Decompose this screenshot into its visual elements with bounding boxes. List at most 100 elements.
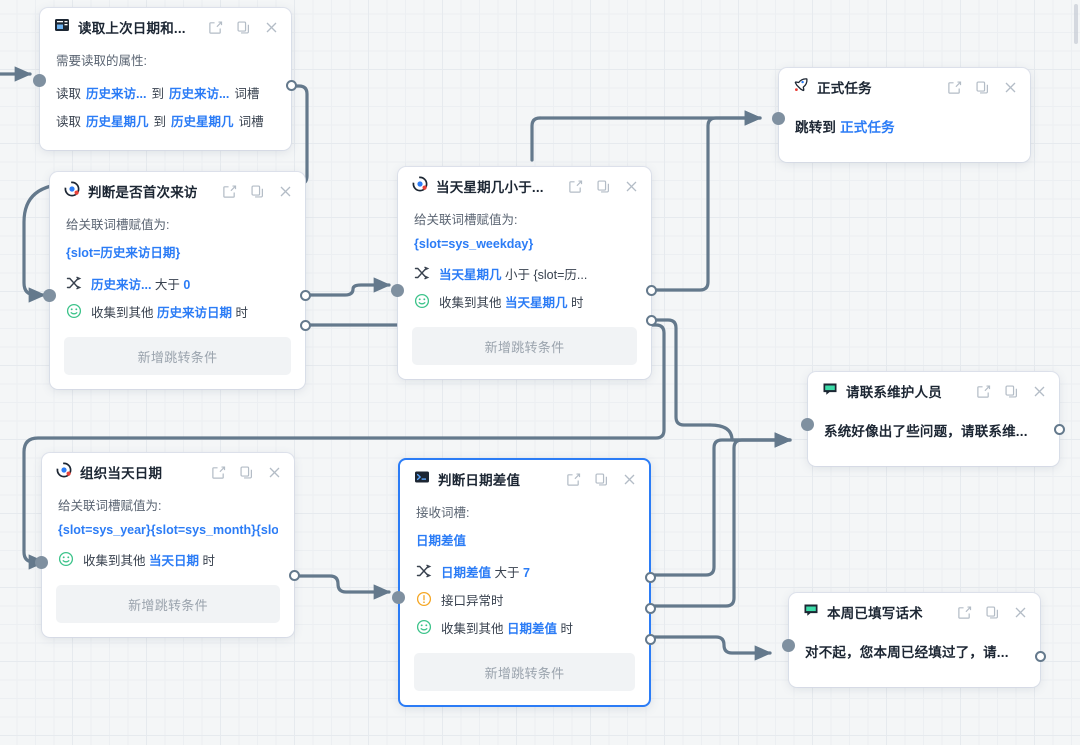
branch-icon — [414, 265, 430, 281]
add-jump-condition-button[interactable]: 新增跳转条件 — [56, 585, 280, 623]
read-target-slot: 历史来访... — [168, 86, 230, 101]
close-icon[interactable] — [1003, 80, 1018, 95]
edit-icon[interactable] — [208, 20, 223, 35]
close-icon[interactable] — [622, 472, 637, 487]
input-port[interactable] — [33, 74, 46, 87]
condition-row[interactable]: 收集到其他 历史来访日期 时 — [66, 297, 289, 325]
output-port-branch[interactable] — [646, 285, 657, 296]
node-header: 组织当天日期 — [42, 453, 294, 491]
output-port-other[interactable] — [645, 634, 656, 645]
node-body: 系统好像出了些问题，请联系维... — [808, 410, 1059, 466]
condition-slot: 当天日期 — [149, 553, 200, 568]
input-port[interactable] — [782, 639, 795, 652]
output-port-other[interactable] — [300, 320, 311, 331]
copy-icon[interactable] — [985, 605, 1000, 620]
edit-icon[interactable] — [976, 384, 991, 399]
output-port[interactable] — [1054, 424, 1065, 435]
node-title: 请联系维护人员 — [846, 385, 942, 400]
edge-weekday-to-contact — [649, 318, 712, 427]
slot-assign-value: {slot=sys_weekday} — [414, 237, 534, 251]
condition-row[interactable]: 收集到其他 日期差值 时 — [416, 613, 633, 641]
output-port[interactable] — [286, 80, 297, 91]
edit-icon[interactable] — [947, 80, 962, 95]
input-port[interactable] — [392, 591, 405, 604]
node-contact-maintainer[interactable]: 请联系维护人员 系统好像出了些问题，请联系维... — [801, 372, 1065, 466]
chat-icon — [822, 381, 838, 402]
copy-icon[interactable] — [250, 184, 265, 199]
node-organize-today-date[interactable]: 组织当天日期 给关联词槽赋值为: {slot=sys_year}{slot=sy… — [35, 453, 300, 637]
input-port[interactable] — [801, 418, 814, 431]
node-formal-task[interactable]: 正式任务 跳转到 正式任务 — [772, 68, 1030, 162]
input-port[interactable] — [43, 289, 56, 302]
slot-assign-value: {slot=sys_year}{slot=sys_month}{slot= — [58, 523, 278, 537]
add-jump-condition-button[interactable]: 新增跳转条件 — [414, 653, 635, 691]
output-port-branch[interactable] — [300, 290, 311, 301]
read-attribute-icon — [54, 17, 70, 38]
read-line: 读取 历史星期几 到 历史星期几 词槽 — [56, 106, 275, 134]
read-suffix: 词槽 — [238, 114, 264, 129]
close-icon[interactable] — [264, 20, 279, 35]
jump-target-link[interactable]: 正式任务 — [840, 120, 895, 135]
copy-icon[interactable] — [236, 20, 251, 35]
condition-row[interactable]: 收集到其他 当天星期几 时 — [414, 287, 635, 315]
input-port[interactable] — [391, 284, 404, 297]
node-body: 对不起，您本周已经填过了，请... — [789, 631, 1040, 687]
condition-suffix: 时 — [202, 553, 216, 568]
node-judge-first-visit[interactable]: 判断是否首次来访 给关联词槽赋值为: {slot=历史来访日期} 历史来访...… — [43, 172, 311, 389]
close-icon[interactable] — [624, 179, 639, 194]
chat-icon — [803, 602, 819, 623]
node-body: 跳转到 正式任务 — [779, 106, 1030, 162]
copy-icon[interactable] — [594, 472, 609, 487]
branch-icon — [416, 563, 432, 579]
edit-icon[interactable] — [222, 184, 237, 199]
output-port-other[interactable] — [289, 570, 300, 581]
edit-icon[interactable] — [566, 472, 581, 487]
condition-suffix: 时 — [235, 305, 249, 320]
output-port-other[interactable] — [646, 315, 657, 326]
close-icon[interactable] — [278, 184, 293, 199]
node-judge-date-diff[interactable]: 判断日期差值 接收词槽: 日期差值 日期差值 大于 7 接口异常时 收 — [392, 458, 656, 707]
receive-slot-label: 接收词槽: — [416, 506, 470, 520]
add-jump-condition-button[interactable]: 新增跳转条件 — [412, 327, 637, 365]
edit-icon[interactable] — [568, 179, 583, 194]
condition-op: 小于 {slot=历... — [505, 267, 588, 282]
copy-icon[interactable] — [975, 80, 990, 95]
reply-message: 系统好像出了些问题，请联系维... — [824, 424, 1028, 439]
reply-message: 对不起，您本周已经填过了，请... — [805, 645, 1009, 660]
close-icon[interactable] — [1013, 605, 1028, 620]
condition-prefix: 收集到其他 — [441, 621, 504, 636]
edit-icon[interactable] — [211, 465, 226, 480]
input-port[interactable] — [772, 112, 785, 125]
input-port[interactable] — [35, 556, 48, 569]
node-title: 读取上次日期和... — [78, 21, 186, 36]
condition-row[interactable]: 历史来访... 大于 0 — [66, 269, 289, 297]
close-icon[interactable] — [1032, 384, 1047, 399]
condition-slot: 当天星期几 — [505, 295, 568, 310]
vertical-scrollbar[interactable] — [1074, 4, 1078, 44]
smiley-icon — [416, 619, 432, 635]
node-weekday-less-than[interactable]: 当天星期几小于... 给关联词槽赋值为: {slot=sys_weekday} … — [391, 167, 657, 379]
condition-row[interactable]: 日期差值 大于 7 — [416, 557, 633, 585]
copy-icon[interactable] — [1004, 384, 1019, 399]
slot-assign-label: 给关联词槽赋值为: — [58, 499, 162, 513]
close-icon[interactable] — [267, 465, 282, 480]
condition-row[interactable]: 当天星期几 小于 {slot=历... — [414, 259, 635, 287]
read-source-slot: 历史星期几 — [86, 114, 149, 129]
copy-icon[interactable] — [239, 465, 254, 480]
jump-prefix: 跳转到 — [795, 120, 837, 135]
condition-row[interactable]: 接口异常时 — [416, 585, 633, 613]
copy-icon[interactable] — [596, 179, 611, 194]
output-port-error[interactable] — [645, 603, 656, 614]
edit-icon[interactable] — [957, 605, 972, 620]
terminal-icon — [414, 469, 430, 490]
output-port[interactable] — [1035, 651, 1046, 662]
output-port-branch[interactable] — [645, 572, 656, 583]
node-title: 判断日期差值 — [438, 473, 521, 488]
add-jump-condition-button[interactable]: 新增跳转条件 — [64, 337, 291, 375]
node-read-last-date[interactable]: 读取上次日期和... 需要读取的属性: 读取 历史来访... 到 历史来访...… — [33, 8, 297, 150]
condition-row[interactable]: 收集到其他 当天日期 时 — [58, 545, 278, 573]
branch-icon — [66, 275, 82, 291]
read-prefix: 读取 — [56, 86, 82, 101]
node-already-filled-this-week[interactable]: 本周已填写话术 对不起，您本周已经填过了，请... — [782, 593, 1046, 687]
